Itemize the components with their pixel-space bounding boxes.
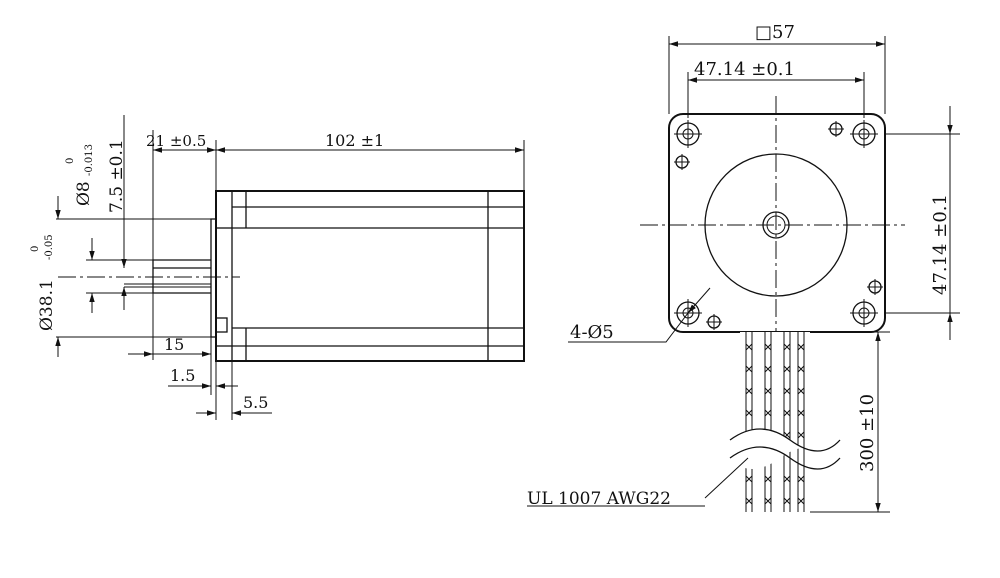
flange-thickness-dim: 5.5 [243, 393, 268, 412]
mounting-hole-top-left [674, 120, 702, 148]
shaft-diameter-dim: Ø8 [74, 181, 94, 206]
motor-body [215, 190, 525, 362]
side-view: 21 ±0.5 102 ±1 Ø8 0 -0.013 7.5 ±0.1 Ø38.… [30, 115, 525, 420]
lead-wire [745, 332, 753, 512]
pilot-tol-upper: 0 [30, 246, 41, 252]
lead-wire [764, 332, 772, 512]
shaft [58, 259, 240, 294]
frame-size-dim: □57 [755, 22, 795, 43]
hole-spacing-horizontal-dim: 47.14 ±0.1 [694, 59, 795, 80]
hole-spacing-vertical-dim: 47.14 ±0.1 [930, 194, 951, 295]
flange-square [668, 113, 886, 333]
shaft-length-dim: 21 ±0.5 [146, 132, 206, 150]
front-view: □57 47.14 ±0.1 47.14 ±0.1 4-Ø5 300 ±10 [527, 22, 960, 513]
body-length-dim: 102 ±1 [325, 131, 384, 150]
wire-spec-label: UL 1007 AWG22 [527, 489, 671, 509]
lead-wires [740, 332, 810, 512]
mounting-hole-top-right [850, 120, 878, 148]
lead-length-dim: 300 ±10 [857, 394, 878, 472]
pilot-height-dim: 1.5 [170, 366, 195, 385]
flat-depth-dim: 7.5 ±0.1 [107, 139, 127, 213]
pilot-tol-lower: -0.05 [44, 234, 55, 260]
pilot-boss [210, 218, 228, 338]
mount-holes-callout: 4-Ø5 [570, 322, 614, 343]
lead-wire [797, 332, 805, 512]
pilot-diameter-dim: Ø38.1 [37, 279, 57, 331]
mounting-hole-bottom-right [850, 299, 878, 327]
flat-length-dim: 15 [164, 335, 184, 354]
lead-wire [783, 332, 791, 512]
shaft-diameter-tol-upper: 0 [65, 158, 76, 164]
rivet-holes [674, 121, 883, 330]
shaft-diameter-tol-lower: -0.013 [84, 144, 95, 176]
